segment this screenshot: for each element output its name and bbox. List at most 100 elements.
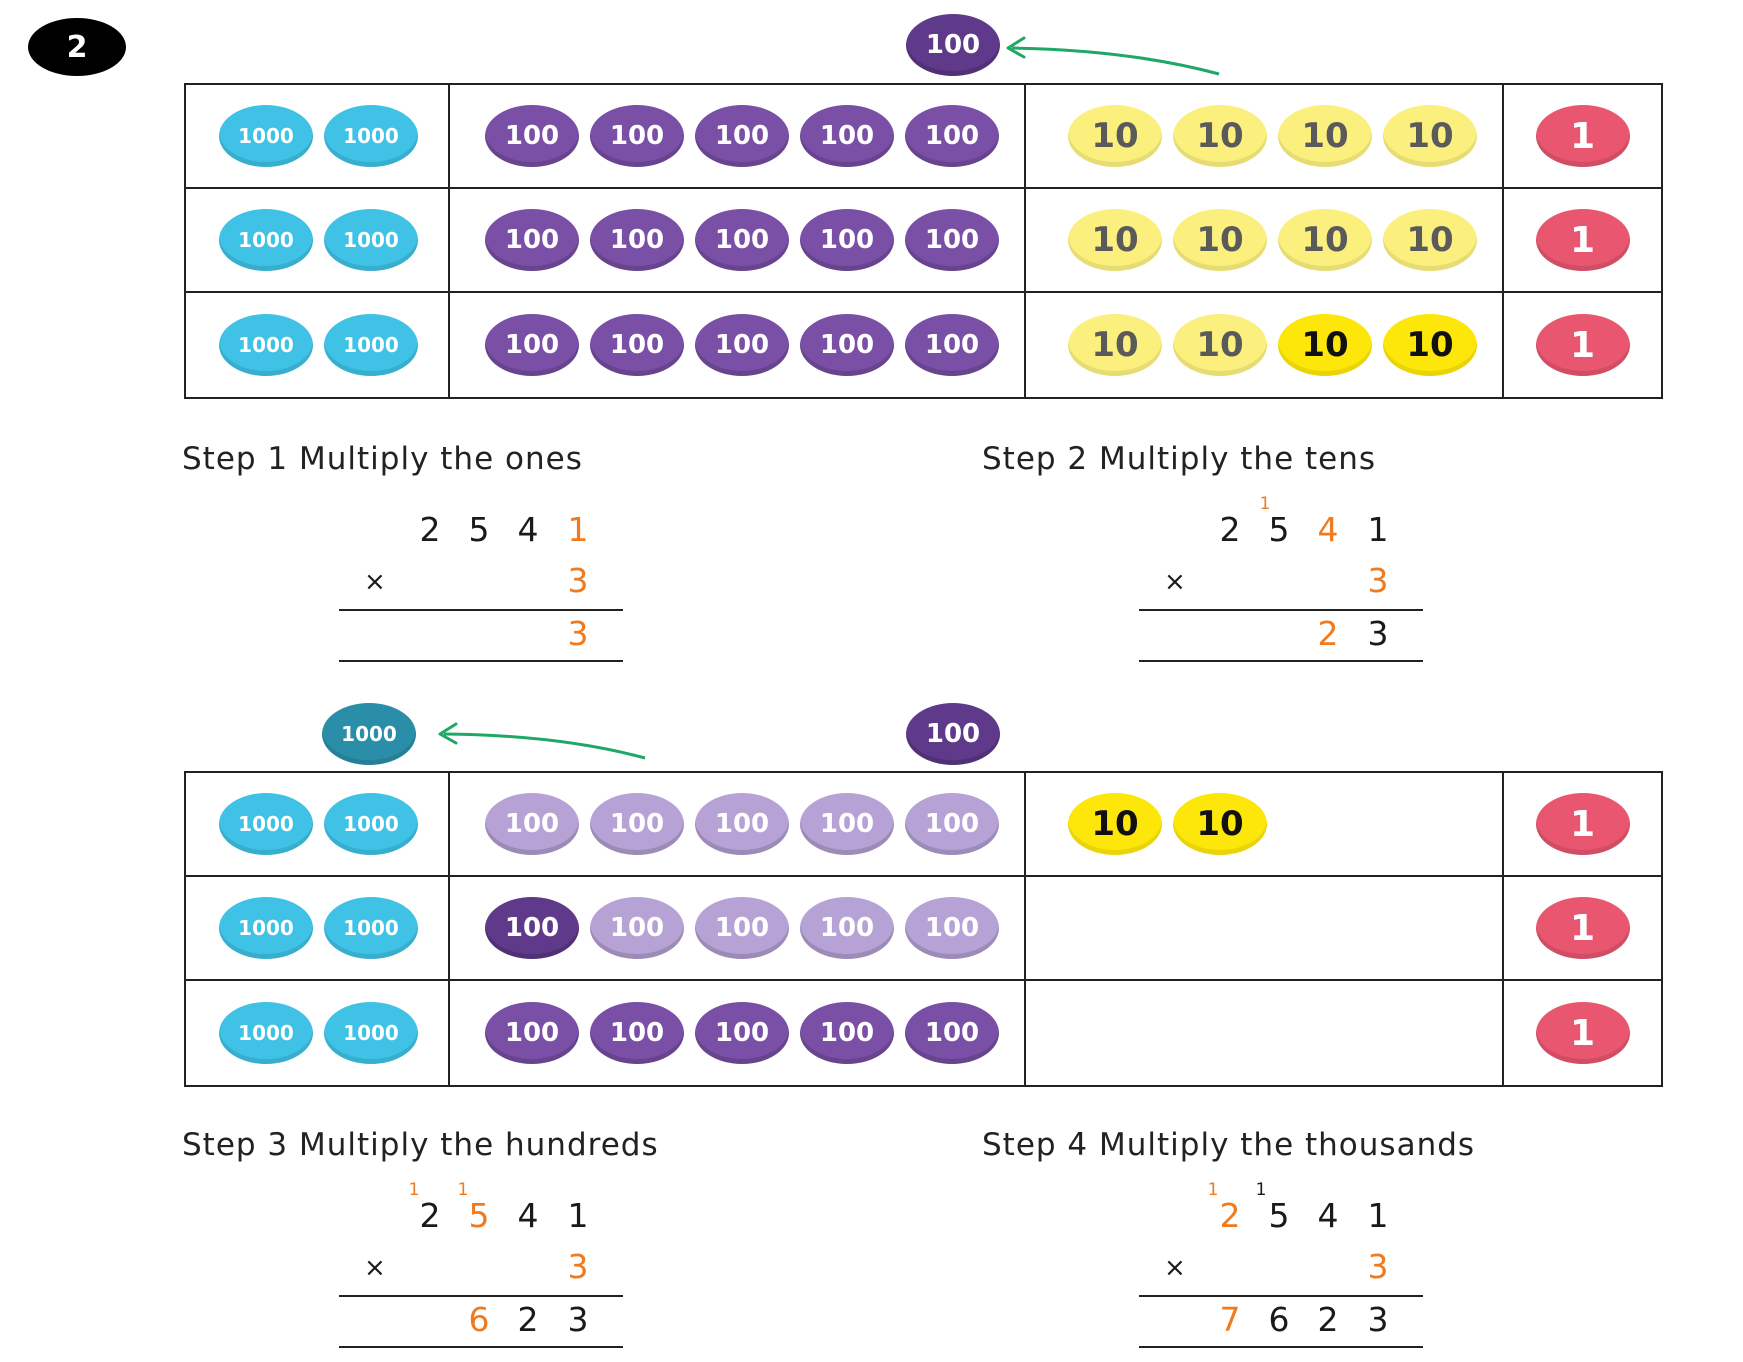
ten-counter-highlighted: 10 <box>1278 314 1372 376</box>
tens-cell: 10 10 <box>1026 773 1504 877</box>
hundred-counter: 100 <box>485 314 579 376</box>
hundred-counter: 100 <box>906 703 1000 765</box>
calc-line <box>1139 1346 1423 1348</box>
thousand-counter: 1000 <box>324 209 418 271</box>
ones-cell: 1 <box>1504 85 1661 189</box>
result-digit-tens: 2 <box>1317 1300 1339 1339</box>
hundred-counter: 100 <box>695 314 789 376</box>
one-counter: 1 <box>1535 105 1630 167</box>
place-value-grid-top: 1000 1000 100 100 100 100 100 10 10 10 1… <box>184 83 1663 399</box>
step-4-calculation: 1 2 1 5 4 1 × 3 7 6 2 3 <box>1139 1180 1423 1362</box>
hundred-counter: 100 <box>590 105 684 167</box>
top-digit-hundreds: 5 <box>1268 510 1290 549</box>
ones-cell: 1 <box>1504 981 1661 1085</box>
hundred-counter: 100 <box>905 209 999 271</box>
thousand-counter: 1000 <box>219 314 313 376</box>
ten-counter: 10 <box>1068 105 1162 167</box>
hundred-counter-faded: 100 <box>905 897 999 959</box>
hundred-counter-faded: 100 <box>590 897 684 959</box>
hundred-counter-faded: 100 <box>695 897 789 959</box>
one-counter: 1 <box>1535 897 1630 959</box>
hundred-counter: 100 <box>905 1002 999 1064</box>
hundred-counter: 100 <box>695 105 789 167</box>
one-counter: 1 <box>1535 793 1630 855</box>
result-digit-hundreds: 6 <box>468 1300 490 1339</box>
result-digit-tens: 2 <box>517 1300 539 1339</box>
tens-cell: 10 10 10 10 <box>1026 189 1504 293</box>
ten-counter: 10 <box>1383 105 1477 167</box>
carry-digit: 1 <box>1259 494 1271 514</box>
thousand-counter: 1000 <box>219 1002 313 1064</box>
thousand-counter: 1000 <box>322 703 416 765</box>
times-sign: × <box>364 1253 386 1283</box>
ten-counter-highlighted: 10 <box>1383 314 1477 376</box>
hundred-counter: 100 <box>800 1002 894 1064</box>
carry-digit: 1 <box>408 1180 420 1200</box>
ones-cell: 1 <box>1504 189 1661 293</box>
step-1-calculation: 2 5 4 1 × 3 3 <box>339 510 623 676</box>
place-value-grid-bottom: 1000 1000 100 100 100 100 100 10 10 1 10… <box>184 771 1663 1087</box>
top-digit-hundreds: 5 <box>468 1196 490 1235</box>
top-digit-ones: 1 <box>567 1196 589 1235</box>
hundreds-cell: 100 100 100 100 100 <box>450 773 1026 877</box>
ones-cell: 1 <box>1504 773 1661 877</box>
times-sign: × <box>364 567 386 597</box>
step-1-title: Step 1 Multiply the ones <box>182 441 583 477</box>
hundred-counter: 100 <box>800 105 894 167</box>
calc-line <box>339 609 623 611</box>
hundred-counter-faded: 100 <box>800 897 894 959</box>
thousand-counter: 1000 <box>324 897 418 959</box>
hundred-counter: 100 <box>485 897 579 959</box>
calc-line <box>1139 1295 1423 1297</box>
hundred-counter: 100 <box>590 314 684 376</box>
one-counter: 1 <box>1535 209 1630 271</box>
step-2-calculation: 2 1 5 4 1 × 3 2 3 <box>1139 494 1423 676</box>
thousands-cell: 1000 1000 <box>186 189 450 293</box>
hundred-counter: 100 <box>590 209 684 271</box>
tens-cell <box>1026 877 1504 981</box>
hundred-counter: 100 <box>905 105 999 167</box>
top-digit-thousands: 2 <box>419 510 441 549</box>
ten-counter-highlighted: 10 <box>1068 793 1162 855</box>
result-digit-tens: 2 <box>1317 614 1339 653</box>
ten-counter-highlighted: 10 <box>1173 793 1267 855</box>
hundreds-cell: 100 100 100 100 100 <box>450 293 1026 397</box>
hundreds-cell: 100 100 100 100 100 <box>450 189 1026 293</box>
hundred-counter: 100 <box>485 209 579 271</box>
hundred-counter: 100 <box>800 314 894 376</box>
thousands-cell: 1000 1000 <box>186 293 450 397</box>
top-digit-tens: 4 <box>1317 1196 1339 1235</box>
exchanged-thousand-counter: 1000 <box>322 703 416 765</box>
result-digit-ones: 3 <box>567 1300 589 1339</box>
thousand-counter: 1000 <box>324 314 418 376</box>
step-3-title: Step 3 Multiply the hundreds <box>182 1127 659 1163</box>
hundred-counter-faded: 100 <box>695 793 789 855</box>
thousand-counter: 1000 <box>219 897 313 959</box>
ten-counter: 10 <box>1278 105 1372 167</box>
one-counter: 1 <box>1535 1002 1630 1064</box>
result-digit-thousands: 7 <box>1219 1300 1241 1339</box>
one-counter: 1 <box>1535 314 1630 376</box>
hundred-counter: 100 <box>590 1002 684 1064</box>
thousands-cell: 1000 1000 <box>186 85 450 189</box>
times-sign: × <box>1164 567 1186 597</box>
carry-digit: 1 <box>457 1180 469 1200</box>
result-digit-hundreds: 6 <box>1268 1300 1290 1339</box>
hundreds-cell: 100 100 100 100 100 <box>450 877 1026 981</box>
step-4-title: Step 4 Multiply the thousands <box>982 1127 1476 1163</box>
thousands-cell: 1000 1000 <box>186 981 450 1085</box>
tens-cell <box>1026 981 1504 1085</box>
ten-counter: 10 <box>1278 209 1372 271</box>
multiplier-digit: 3 <box>1367 561 1389 600</box>
thousand-counter: 1000 <box>324 793 418 855</box>
top-digit-hundreds: 5 <box>468 510 490 549</box>
top-digit-ones: 1 <box>1367 510 1389 549</box>
result-digit-ones: 3 <box>1367 1300 1389 1339</box>
hundred-counter: 100 <box>485 1002 579 1064</box>
calc-line <box>1139 609 1423 611</box>
top-digit-thousands: 2 <box>1219 1196 1241 1235</box>
top-digit-thousands: 2 <box>1219 510 1241 549</box>
carry-digit: 1 <box>1255 1180 1267 1200</box>
